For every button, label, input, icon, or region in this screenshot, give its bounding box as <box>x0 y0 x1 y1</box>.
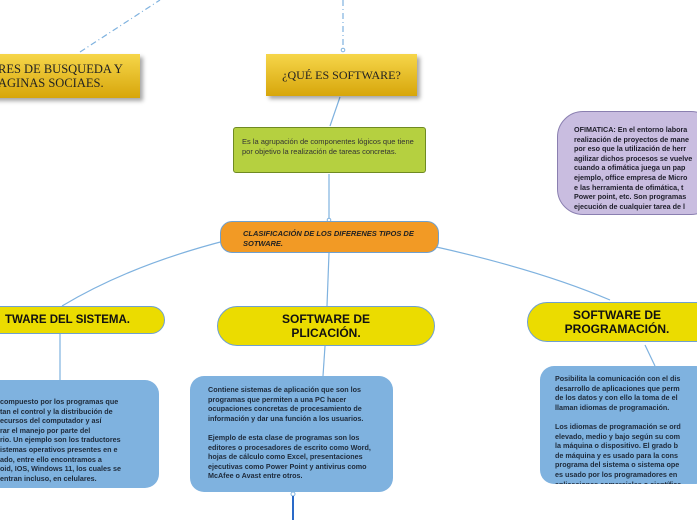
software-classification-node[interactable]: CLASIFICACIÓN DE LOS DIFERENES TIPOS DE … <box>220 221 439 253</box>
connector-dashed-left <box>79 0 161 53</box>
application-software-description[interactable]: Contiene sistemas de aplicación que son … <box>190 376 393 492</box>
software-definition-node[interactable]: Es la agrupación de componentes lógicos … <box>233 127 426 173</box>
system-software-node[interactable]: TWARE DEL SISTEMA. <box>0 306 165 334</box>
system-software-description[interactable]: compuesto por los programas que tan el c… <box>0 380 159 488</box>
connector-question-definition <box>329 96 341 127</box>
what-is-software-node[interactable]: ¿QUÉ ES SOFTWARE? <box>266 54 417 96</box>
programming-software-description[interactable]: Posibilita la comunicación con el dis de… <box>540 366 697 484</box>
connector-classification-application <box>326 252 330 307</box>
connector-classification-system <box>61 239 229 307</box>
programming-software-node[interactable]: SOFTWARE DE PROGRAMACIÓN. <box>527 302 697 342</box>
connector-application-desc <box>322 345 326 377</box>
office-automation-node[interactable]: OFIMATICA: En el entorno labora realizac… <box>557 111 697 215</box>
connector-programming-desc <box>644 344 656 367</box>
application-software-node[interactable]: SOFTWARE DE PLICACIÓN. <box>217 306 435 346</box>
search-engines-node[interactable]: RES DE BUSQUEDA Y AGINAS SOCIAES. <box>0 54 140 98</box>
connector-classification-programming <box>431 245 611 301</box>
